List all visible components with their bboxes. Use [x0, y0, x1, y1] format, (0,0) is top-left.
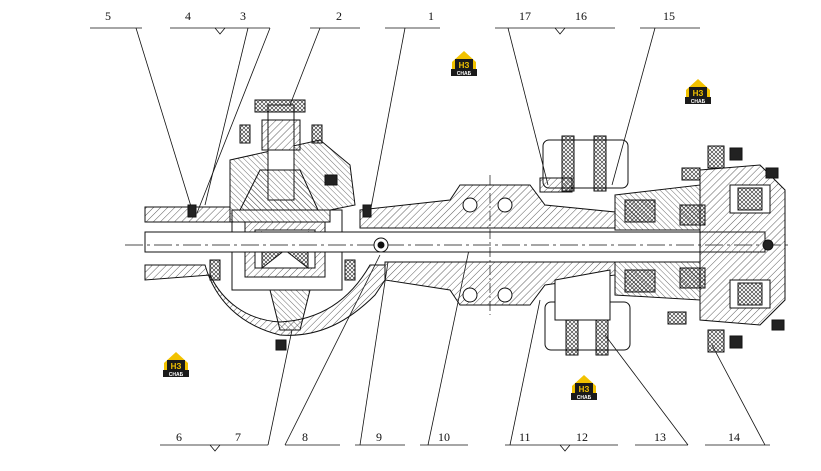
differential-assembly — [187, 99, 372, 351]
svg-text:НЗ: НЗ — [459, 61, 470, 70]
callout-12: 12 — [576, 430, 588, 444]
svg-text:НЗ: НЗ — [693, 89, 704, 98]
callout-16: 16 — [575, 9, 587, 23]
watermark-logo: НЗ СНАБ — [571, 375, 597, 401]
watermark-logo: НЗ СНАБ — [163, 352, 189, 378]
callout-17: 17 — [519, 9, 531, 23]
svg-text:НЗ: НЗ — [171, 362, 182, 371]
callout-3: 3 — [240, 9, 246, 23]
callout-6: 6 — [176, 430, 182, 444]
callout-11: 11 — [519, 430, 531, 444]
callout-4: 4 — [185, 9, 191, 23]
callout-13: 13 — [654, 430, 666, 444]
brake-and-hub — [539, 135, 786, 356]
svg-text:СНАБ: СНАБ — [577, 395, 592, 401]
callout-15: 15 — [663, 9, 675, 23]
svg-text:НЗ: НЗ — [579, 385, 590, 394]
axle-housing — [144, 184, 616, 336]
callout-8: 8 — [302, 430, 308, 444]
callout-7: 7 — [235, 430, 241, 444]
callout-2: 2 — [336, 9, 342, 23]
callout-labels: 5 4 3 2 1 17 16 15 6 7 8 9 10 11 12 13 1… — [105, 9, 740, 444]
callout-10: 10 — [438, 430, 450, 444]
svg-text:СНАБ: СНАБ — [169, 372, 184, 378]
svg-text:СНАБ: СНАБ — [691, 99, 706, 105]
callout-5: 5 — [105, 9, 111, 23]
callout-leaders — [90, 27, 770, 452]
watermark-logo: НЗ СНАБ — [451, 51, 477, 77]
callout-1: 1 — [428, 9, 434, 23]
svg-text:СНАБ: СНАБ — [457, 71, 472, 77]
callout-14: 14 — [728, 430, 740, 444]
callout-9: 9 — [376, 430, 382, 444]
watermark-logo: НЗ СНАБ — [685, 79, 711, 105]
